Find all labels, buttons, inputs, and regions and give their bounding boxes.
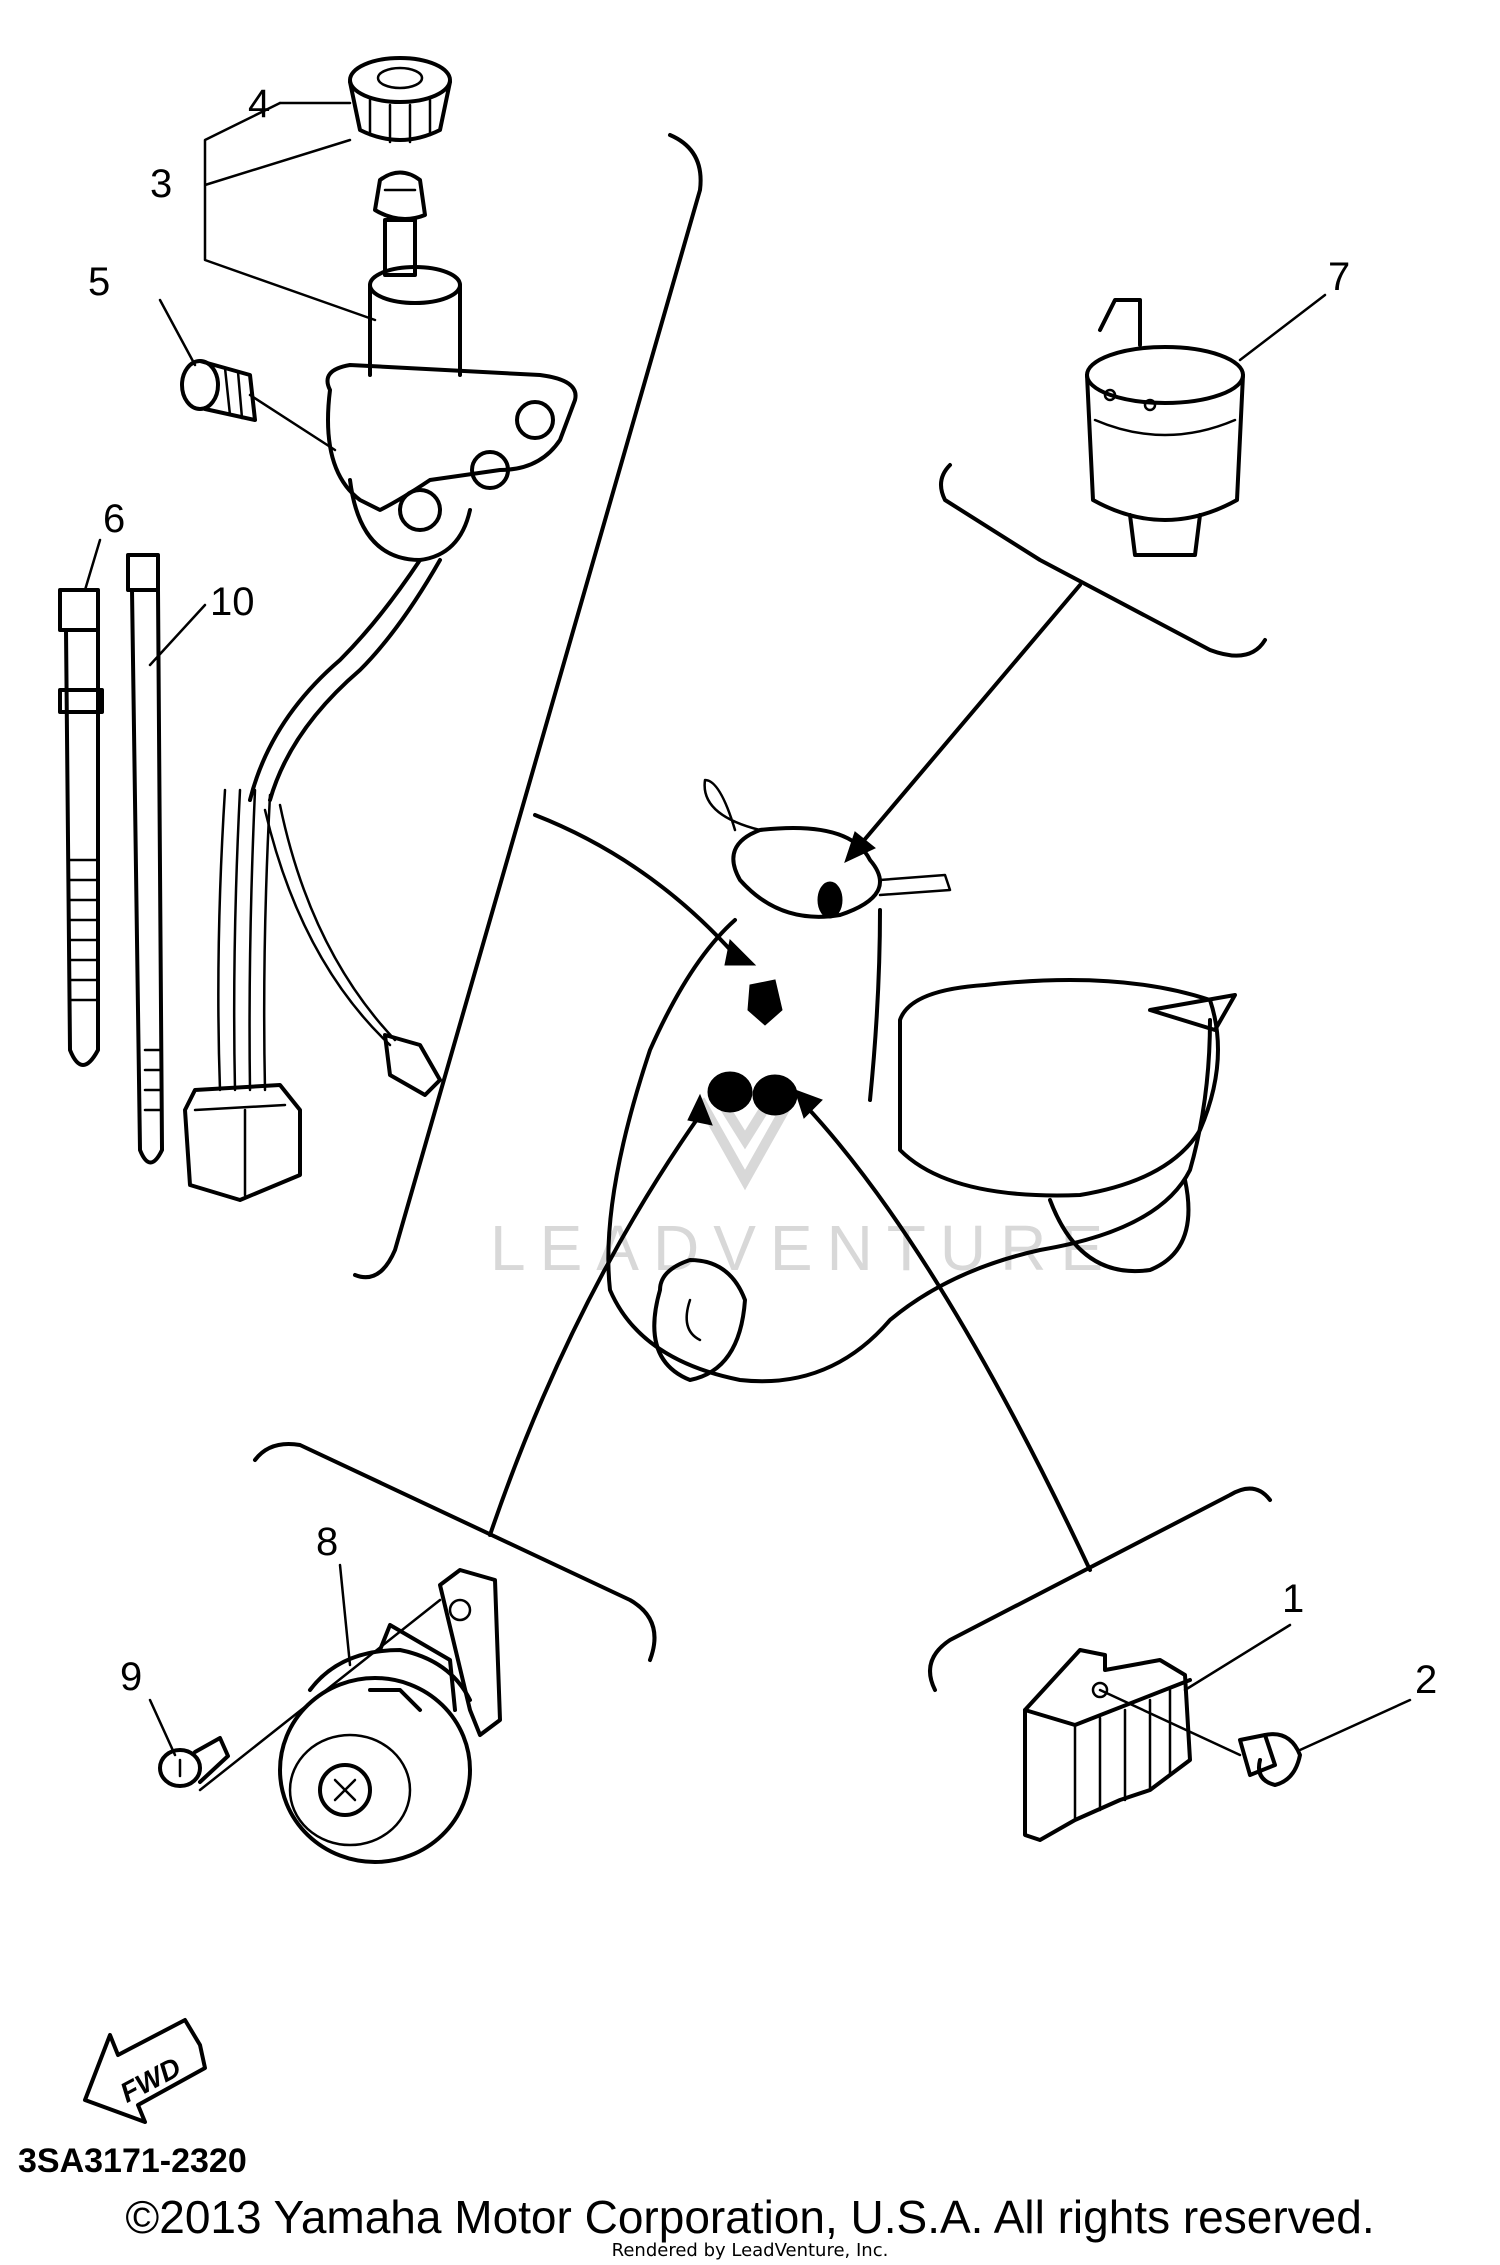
callout-9: 9 (120, 1655, 142, 1699)
arrow-head-icon (687, 1093, 713, 1126)
part-3-main-switch (248, 170, 578, 802)
fwd-arrow: FWD (83, 2018, 207, 2124)
part-5-screw (180, 359, 257, 422)
wire-harness (183, 788, 442, 1202)
part-2-bolt (1238, 1732, 1302, 1787)
callout-10: 10 (210, 580, 255, 624)
component-marker-icon (707, 1071, 753, 1113)
arrow-head-icon (794, 1089, 823, 1119)
scooter-outline (606, 778, 1237, 1384)
callout-4: 4 (248, 82, 270, 126)
part-7-relay-unit (1085, 298, 1245, 557)
part-9-screw (158, 1736, 230, 1788)
part-8-horn (278, 1568, 502, 1864)
forward-arrow-icon (83, 2018, 207, 2124)
callout-5: 5 (88, 260, 110, 304)
callout-3: 3 (150, 162, 172, 206)
callout-6: 6 (103, 497, 125, 541)
callout-numbers: 1 2 3 4 5 6 7 8 9 10 (88, 82, 1437, 1702)
callout-leaders (83, 101, 1412, 1792)
ignition-group-bracket (353, 133, 703, 1280)
rectifier-group-bracket (928, 1486, 1272, 1692)
diagram-code: 3SA3171-2320 (18, 2142, 247, 2180)
part-1-rectifier (1023, 1648, 1192, 1842)
component-marker-icon (752, 1074, 798, 1116)
callout-2: 2 (1415, 1658, 1437, 1702)
component-marker-icon (747, 979, 783, 1026)
part-10-band (126, 553, 164, 1165)
cdi-group-bracket (939, 463, 1267, 658)
leader-lines (488, 583, 1092, 1572)
callout-8: 8 (316, 1520, 338, 1564)
watermark-logo-icon (695, 1097, 795, 1191)
watermark: LEADVENTURE (490, 1097, 1117, 1284)
callout-1: 1 (1282, 1577, 1304, 1621)
horn-group-bracket (253, 1442, 657, 1662)
part-4-cap (348, 56, 452, 144)
part-6-band (58, 588, 104, 1067)
callout-7: 7 (1328, 255, 1350, 299)
arrow-head-icon (724, 938, 757, 966)
watermark-text: LEADVENTURE (490, 1212, 1117, 1284)
component-marker-icon (817, 881, 843, 919)
rendered-by-notice: Rendered by LeadVenture, Inc. (611, 2240, 889, 2261)
copyright-notice: ©2013 Yamaha Motor Corporation, U.S.A. A… (125, 2191, 1375, 2243)
